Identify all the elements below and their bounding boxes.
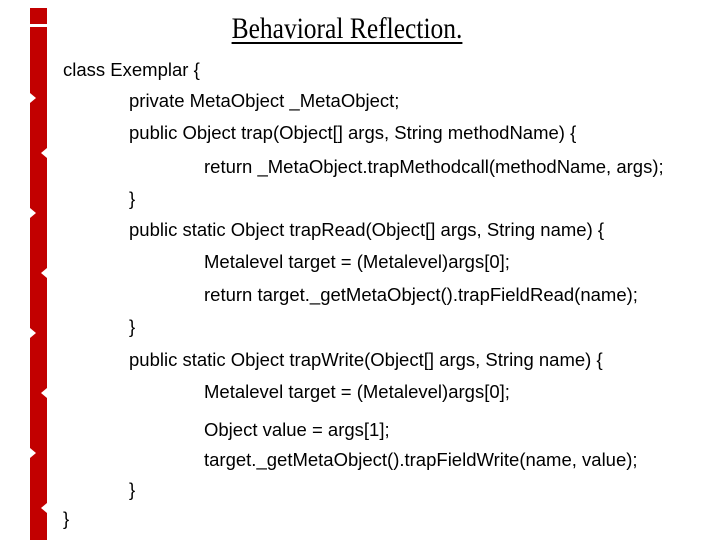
code-line: public static Object trapRead(Object[] a… [129, 219, 605, 240]
ribbon-notch [30, 328, 36, 338]
code-line: private MetaObject _MetaObject; [129, 90, 400, 111]
code-line: } [129, 479, 136, 500]
code-line: class Exemplar { [63, 59, 200, 80]
ribbon-notch [41, 268, 47, 278]
ribbon-notch [41, 503, 47, 513]
code-line: return target._getMetaObject().trapField… [204, 284, 638, 305]
code-line: public Object trap(Object[] args, String… [129, 122, 577, 143]
ribbon-notch [41, 148, 47, 158]
ribbon-notch [30, 448, 36, 458]
ribbon-top-segment [30, 8, 47, 24]
code-line: target._getMetaObject().trapFieldWrite(n… [204, 449, 638, 470]
code-line: Metalevel target = (Metalevel)args[0]; [204, 381, 510, 402]
code-line: } [63, 508, 70, 529]
code-line: public static Object trapWrite(Object[] … [129, 349, 603, 370]
code-line: } [129, 316, 136, 337]
code-line: Metalevel target = (Metalevel)args[0]; [204, 251, 510, 272]
ribbon-main-segment [30, 27, 47, 540]
slide-title: Behavioral Reflection. [231, 12, 463, 45]
red-ribbon-decoration [30, 8, 47, 540]
code-line: return _MetaObject.trapMethodcall(method… [204, 156, 664, 177]
ribbon-notch [30, 208, 36, 218]
code-line: Object value = args[1]; [204, 419, 390, 440]
code-line: } [129, 188, 136, 209]
ribbon-notch [30, 93, 36, 103]
ribbon-notch [41, 388, 47, 398]
